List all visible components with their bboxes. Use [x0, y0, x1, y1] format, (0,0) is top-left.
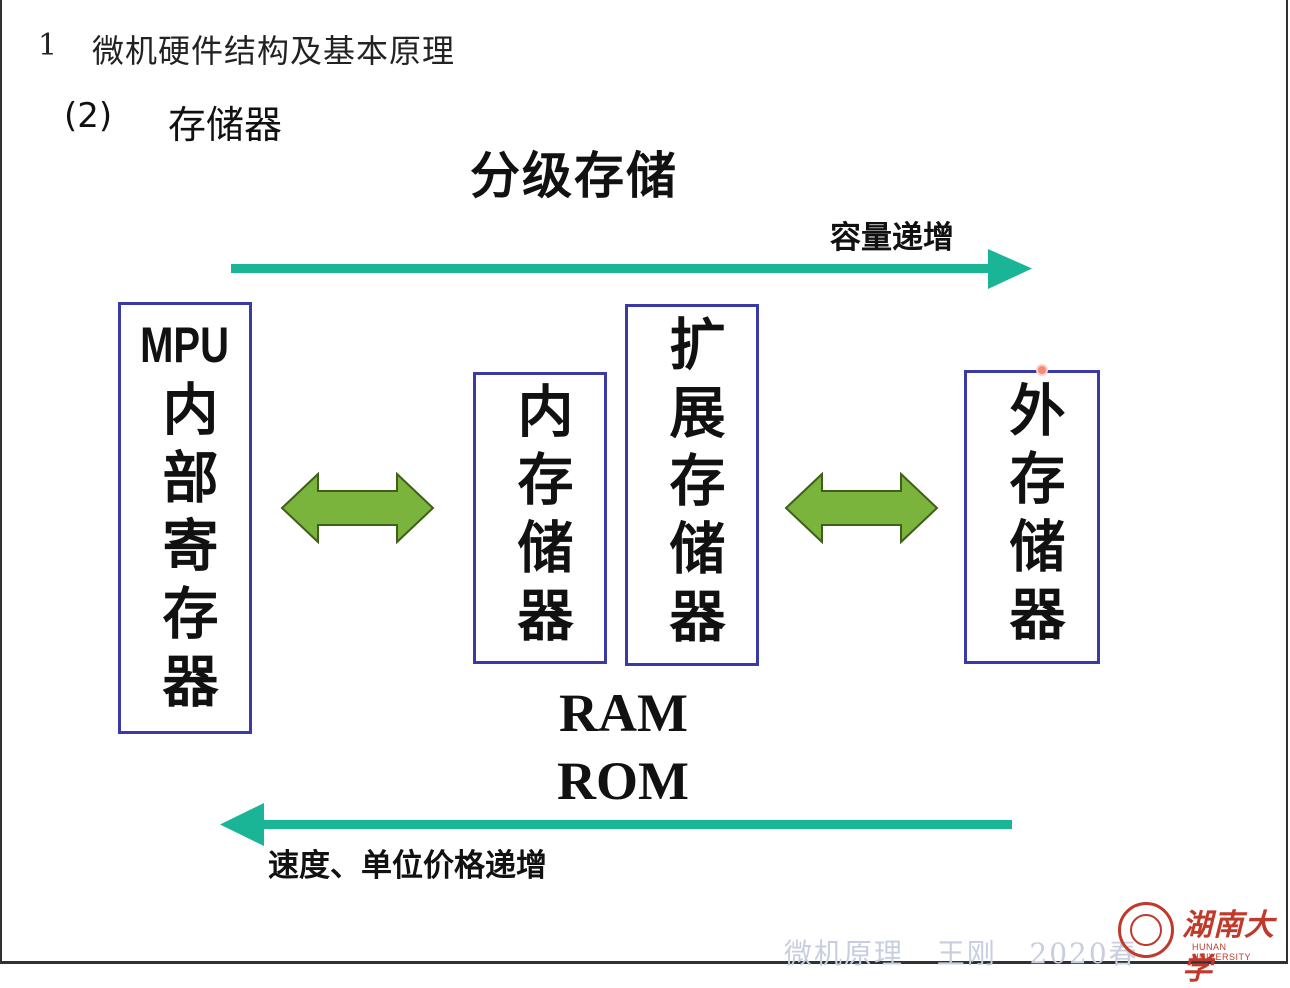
speed-arrow [220, 803, 1012, 846]
subsection-number: (2) [64, 96, 113, 136]
capacity-increase-label: 容量递增 [830, 220, 954, 256]
rom-label: ROM [557, 751, 689, 811]
university-seal-icon [1118, 902, 1174, 958]
double-arrow-right [784, 471, 939, 545]
section-title: 微机硬件结构及基本原理 [92, 32, 456, 70]
inner-memory-box: 内存储器 [473, 372, 607, 664]
capacity-arrow [231, 249, 1032, 289]
mpu-label: MPU [140, 317, 230, 373]
mpu-register-text: 内部寄存器 [153, 380, 218, 720]
external-memory-box: 外存储器 [964, 370, 1100, 664]
external-memory-text: 外存储器 [1000, 381, 1065, 653]
diagram-arrows [220, 249, 1032, 846]
subsection-title: 存储器 [168, 103, 283, 147]
ram-label: RAM [559, 683, 688, 743]
speed-price-increase-label: 速度、单位价格递增 [268, 848, 547, 884]
extended-memory-text: 扩展存储器 [660, 315, 725, 655]
diagram-title: 分级存储 [470, 147, 678, 205]
pointer-cursor-icon [1036, 364, 1048, 376]
university-logo: 湖南大学 HUNAN UNIVERSITY [1118, 900, 1278, 987]
inner-memory-text: 内存储器 [508, 382, 573, 654]
university-subtitle: HUNAN UNIVERSITY [1192, 942, 1252, 962]
double-arrow-left [280, 471, 435, 545]
extended-memory-box: 扩展存储器 [625, 304, 759, 666]
section-number: 1 [38, 28, 58, 63]
course-watermark: 微机原理 王刚 2020春 [784, 937, 1139, 970]
mpu-register-box: MPU 内部寄存器 [118, 302, 252, 734]
